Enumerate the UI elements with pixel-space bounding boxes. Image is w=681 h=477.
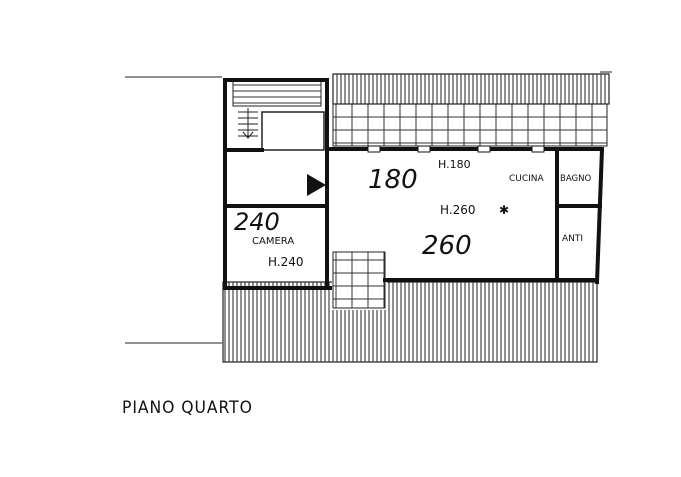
bathroom-label: BAGNO <box>560 174 591 184</box>
terrace-grid <box>332 103 608 147</box>
floor-title: PIANO QUARTO <box>122 398 253 418</box>
bedroom-height-printed: H.240 <box>268 255 304 269</box>
kitchen-height-printed: H.180 <box>438 158 471 171</box>
bedroom-height-handwritten: 240 <box>234 208 280 236</box>
walls <box>223 78 605 290</box>
stair-well <box>261 111 325 151</box>
entry-arrow-icon <box>307 174 326 196</box>
kitchen-label: CUCINA <box>509 174 545 184</box>
windows <box>367 145 545 153</box>
upper-stair <box>232 79 322 107</box>
ante-label: ANTI <box>562 234 583 244</box>
light-point-icon: ✱ <box>499 203 509 217</box>
main-height-printed: H.260 <box>440 203 476 217</box>
stair-arrow-icon <box>242 108 254 139</box>
roof-hatch-bottom <box>222 281 598 363</box>
kitchen-height-handwritten: 180 <box>368 165 418 195</box>
stair-grid <box>332 251 386 309</box>
bedroom-label: CAMERA <box>252 236 294 247</box>
main-height-handwritten: 260 <box>422 231 472 261</box>
roof-hatch-top <box>332 73 610 105</box>
